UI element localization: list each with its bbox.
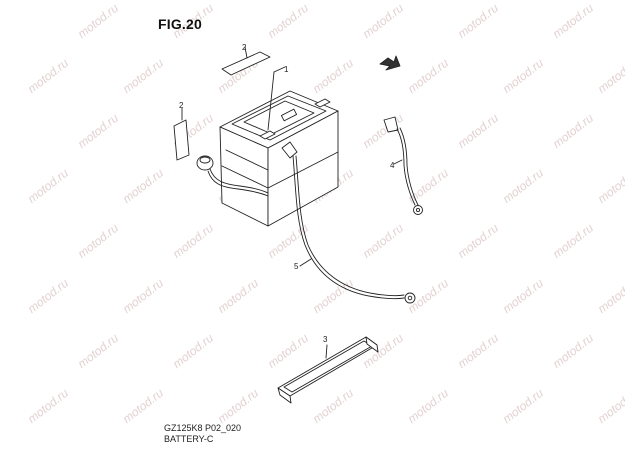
part-label-5: 5 — [294, 262, 299, 271]
front-arrow-icon — [379, 55, 401, 71]
part-label-2-side: 2 — [179, 101, 184, 110]
figure-title: FIG.20 — [158, 16, 202, 32]
pad-upper-icon — [221, 46, 271, 76]
part-label-1: 1 — [284, 65, 289, 74]
part-label-2-upper: 2 — [242, 43, 247, 52]
model-code: GZ125K8 P02_020 — [164, 423, 242, 433]
cable-short-icon — [383, 116, 423, 215]
section-name: BATTERY-C — [164, 434, 214, 444]
pad-side-icon — [173, 107, 190, 161]
battery-icon — [219, 66, 339, 227]
part-label-3: 3 — [323, 335, 328, 344]
part-label-4: 4 — [390, 161, 395, 170]
vent-tube-icon — [196, 155, 269, 197]
band-icon — [277, 336, 379, 404]
cable-long-icon — [281, 141, 416, 304]
